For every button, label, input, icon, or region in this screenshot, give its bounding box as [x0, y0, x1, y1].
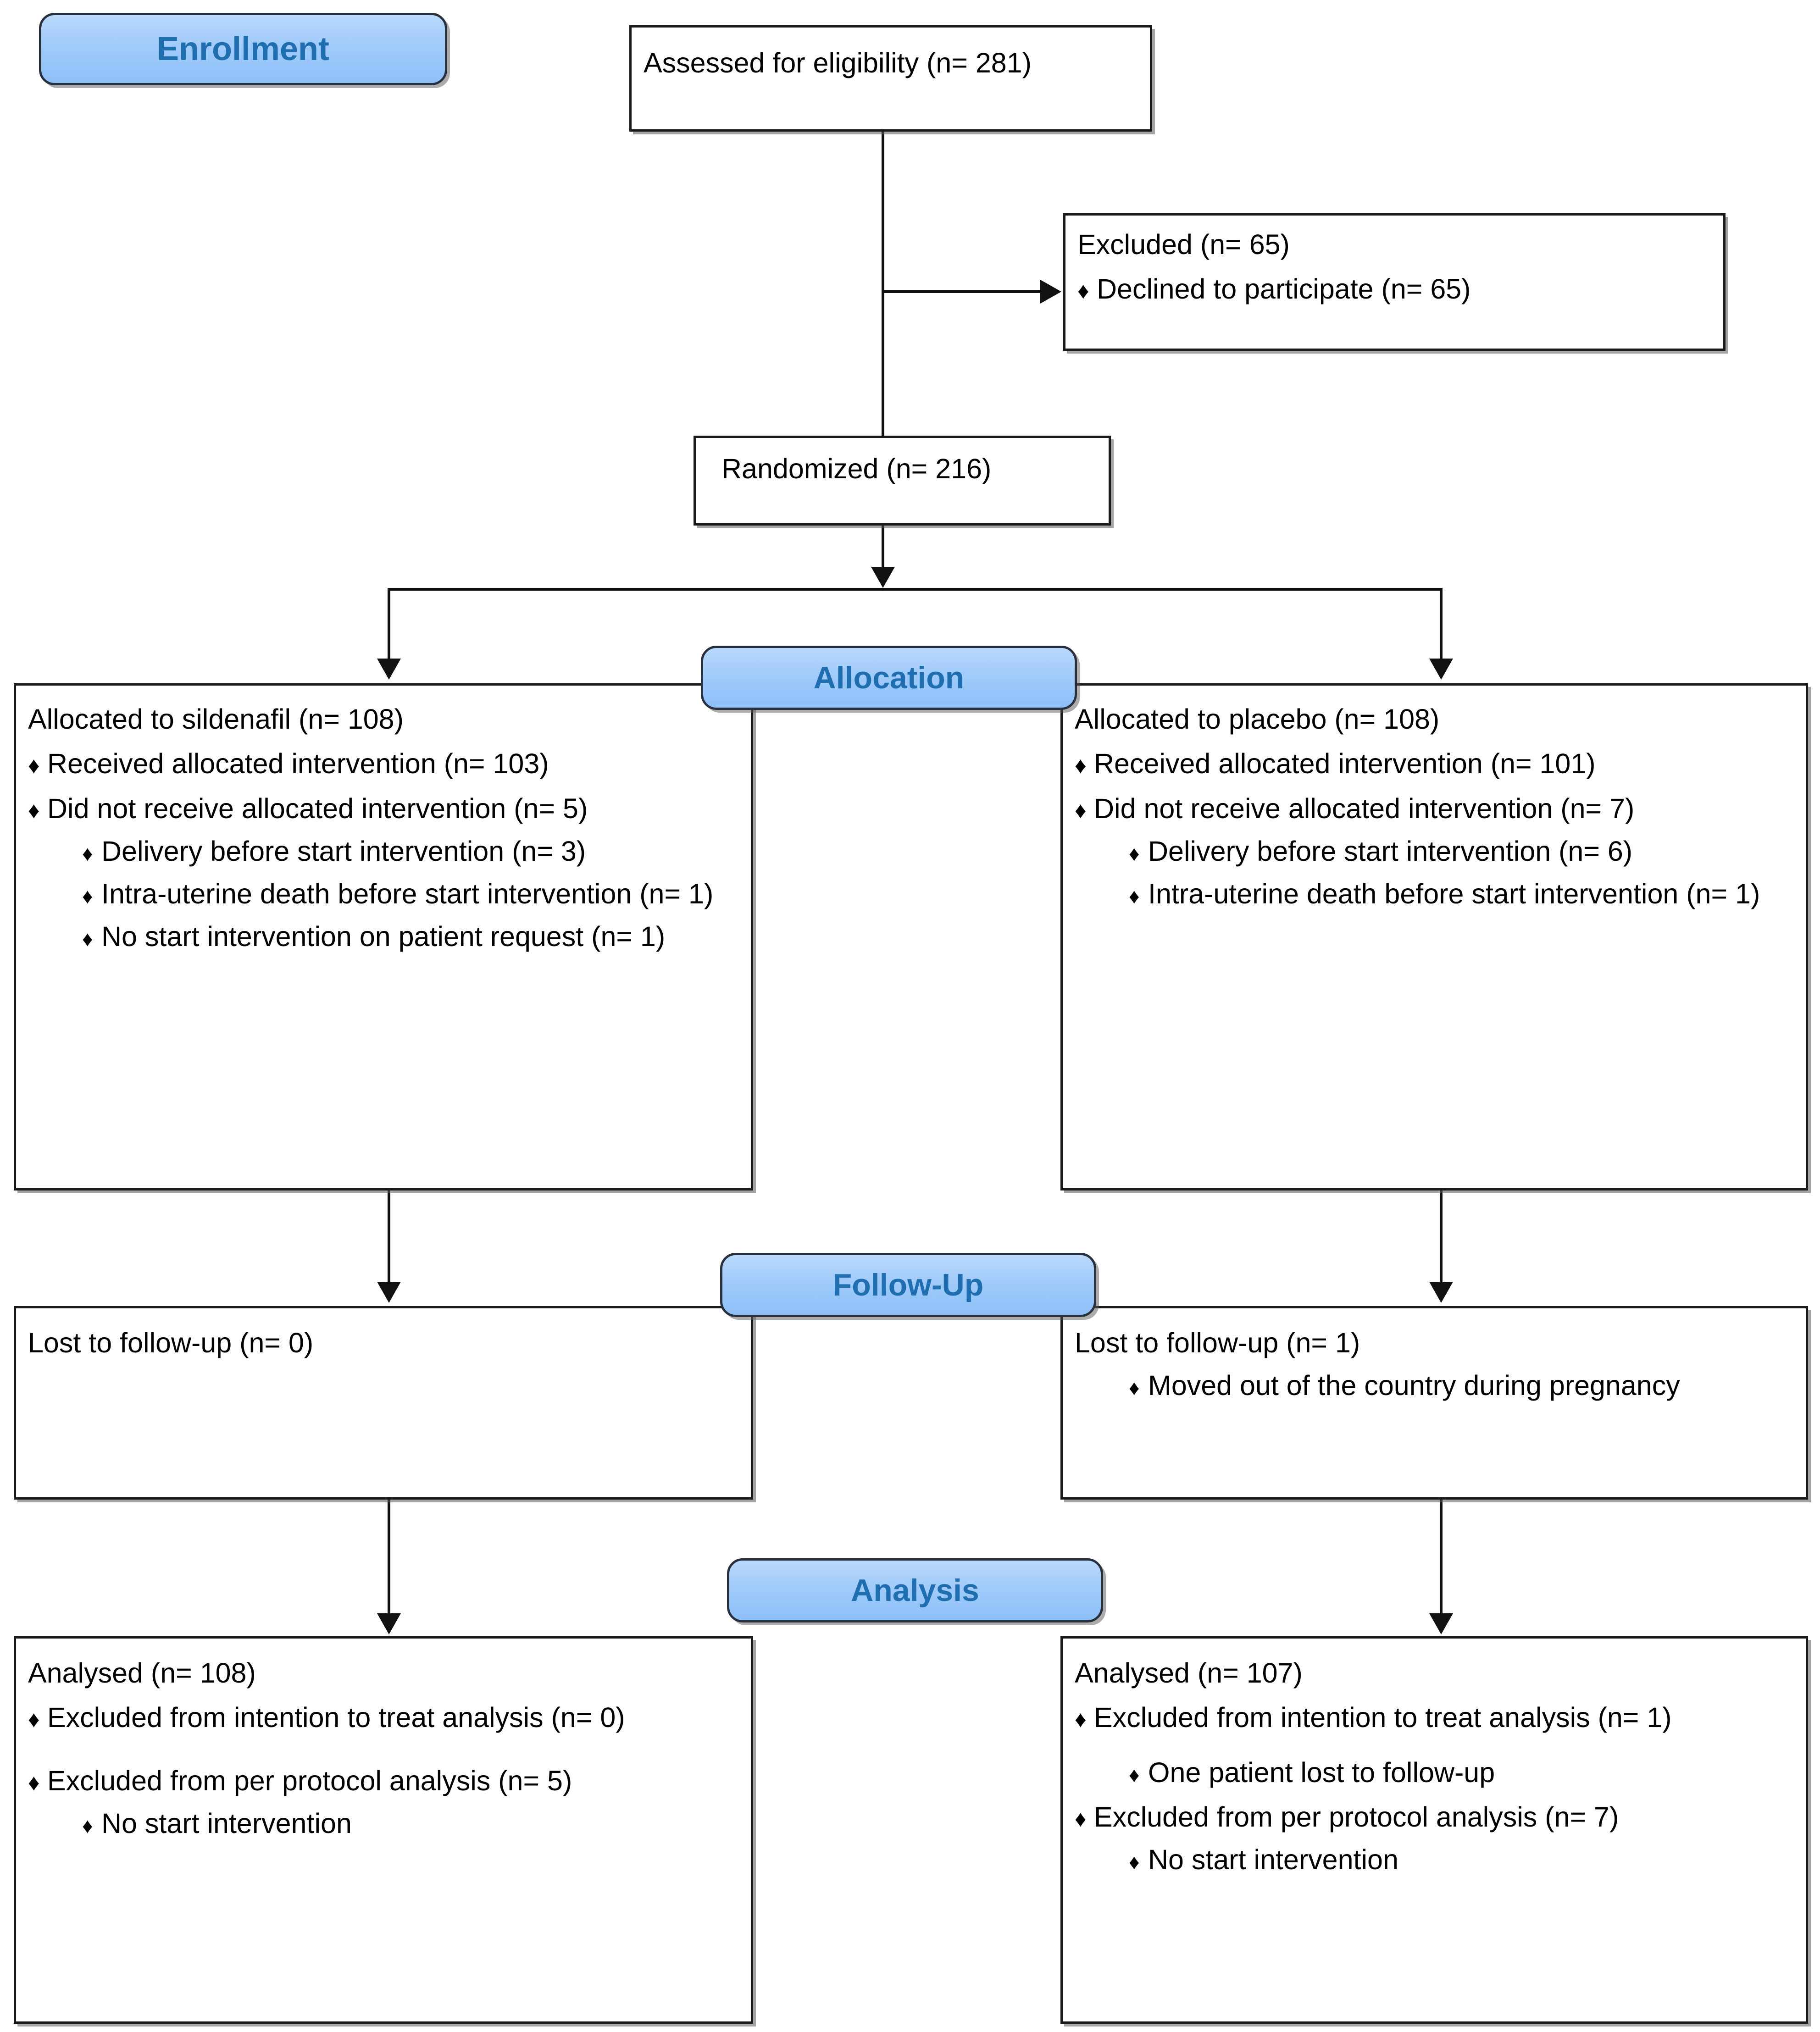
arrow-followup-right-down-icon [1429, 1613, 1453, 1634]
diamond-bullet-icon: ♦ [28, 1706, 40, 1733]
alloc-left-sub-iud: ♦Intra-uterine death before start interv… [82, 878, 714, 910]
diamond-bullet-icon: ♦ [1129, 1762, 1140, 1787]
stage-badge-followup: Follow-Up [720, 1253, 1096, 1317]
node-randomized: Randomized (n= 216) [694, 436, 1111, 526]
connector-assessed-to-randomized [882, 131, 884, 437]
diamond-bullet-icon: ♦ [82, 927, 93, 951]
connector-alloc-right-to-followup [1440, 1190, 1443, 1284]
analysis-left-heading: Analysed (n= 108) [28, 1657, 256, 1689]
connector-split-bar [388, 588, 1443, 591]
diamond-bullet-icon: ♦ [28, 753, 40, 779]
diamond-bullet-icon: ♦ [1129, 884, 1140, 908]
arrow-randomized-down-icon [871, 567, 895, 588]
arrow-to-excluded-icon [1040, 280, 1061, 304]
stage-badge-allocation-label: Allocation [813, 660, 965, 695]
arrow-split-right-icon [1429, 659, 1453, 680]
connector-followup-right-to-analysis [1440, 1499, 1443, 1616]
analysis-right-item-pp: ♦Excluded from per protocol analysis (n=… [1075, 1799, 1794, 1835]
stage-badge-analysis: Analysis [727, 1558, 1103, 1622]
analysis-right-item-itt: ♦Excluded from intention to treat analys… [1075, 1700, 1794, 1736]
excluded-item-0: ♦Declined to participate (n= 65) [1077, 271, 1711, 307]
arrow-alloc-left-down-icon [377, 1282, 401, 1303]
followup-left-heading: Lost to follow-up (n= 0) [28, 1327, 314, 1358]
stage-badge-allocation: Allocation [701, 646, 1077, 710]
diamond-bullet-icon: ♦ [1075, 1805, 1087, 1832]
alloc-right-sub-delivery: ♦Delivery before start intervention (n= … [1129, 835, 1633, 867]
connector-randomized-down [882, 525, 884, 570]
followup-right-sub-moved: ♦Moved out of the country during pregnan… [1129, 1370, 1680, 1401]
diamond-bullet-icon: ♦ [28, 797, 40, 823]
analysis-left-item-pp: ♦Excluded from per protocol analysis (n=… [28, 1763, 739, 1799]
diamond-bullet-icon: ♦ [1129, 841, 1140, 865]
arrow-split-left-icon [377, 659, 401, 680]
alloc-right-item-received: ♦Received allocated intervention (n= 101… [1075, 746, 1794, 782]
analysis-right-sub-lost: ♦One patient lost to follow-up [1129, 1756, 1495, 1788]
connector-alloc-left-to-followup [388, 1190, 390, 1284]
followup-right-heading: Lost to follow-up (n= 1) [1075, 1327, 1360, 1358]
diamond-bullet-icon: ♦ [1077, 278, 1089, 304]
stage-badge-enrollment-label: Enrollment [156, 31, 330, 67]
node-followup-sildenafil: Lost to follow-up (n= 0) [14, 1306, 753, 1500]
diamond-bullet-icon: ♦ [82, 841, 93, 865]
node-assessed-for-eligibility: Assessed for eligibility (n= 281) [629, 25, 1152, 132]
alloc-left-sub-request: ♦No start intervention on patient reques… [82, 921, 666, 952]
diamond-bullet-icon: ♦ [82, 884, 93, 908]
arrow-alloc-right-down-icon [1429, 1282, 1453, 1303]
analysis-left-item-itt: ♦Excluded from intention to treat analys… [28, 1700, 739, 1736]
node-followup-placebo: Lost to follow-up (n= 1) ♦Moved out of t… [1060, 1306, 1808, 1500]
diamond-bullet-icon: ♦ [1129, 1376, 1140, 1400]
excluded-heading: Excluded (n= 65) [1077, 229, 1290, 260]
alloc-right-heading: Allocated to placebo (n= 108) [1075, 703, 1440, 735]
analysis-right-sub-nostart: ♦No start intervention [1129, 1844, 1398, 1876]
alloc-left-item-received: ♦Received allocated intervention (n= 103… [28, 746, 739, 782]
alloc-left-item-not-received: ♦Did not receive allocated intervention … [28, 791, 739, 827]
connector-assessed-to-excluded [882, 290, 1042, 293]
node-analysis-sildenafil: Analysed (n= 108) ♦Excluded from intenti… [14, 1636, 753, 2024]
analysis-right-heading: Analysed (n= 107) [1075, 1657, 1303, 1689]
randomized-text: Randomized (n= 216) [721, 453, 992, 484]
assessed-text: Assessed for eligibility (n= 281) [644, 47, 1032, 78]
stage-badge-followup-label: Follow-Up [832, 1268, 984, 1302]
connector-split-left [388, 588, 390, 661]
diamond-bullet-icon: ♦ [28, 1769, 40, 1795]
analysis-left-sub-nostart: ♦No start intervention [82, 1807, 352, 1839]
diamond-bullet-icon: ♦ [1129, 1850, 1140, 1874]
diamond-bullet-icon: ♦ [1075, 797, 1087, 823]
diamond-bullet-icon: ♦ [82, 1813, 93, 1838]
node-allocated-placebo: Allocated to placebo (n= 108) ♦Received … [1060, 683, 1808, 1190]
node-allocated-sildenafil: Allocated to sildenafil (n= 108) ♦Receiv… [14, 683, 753, 1190]
connector-followup-left-to-analysis [388, 1499, 390, 1616]
diamond-bullet-icon: ♦ [1075, 1706, 1087, 1733]
node-analysis-placebo: Analysed (n= 107) ♦Excluded from intenti… [1060, 1636, 1808, 2024]
alloc-right-sub-iud: ♦Intra-uterine death before start interv… [1129, 878, 1760, 910]
arrow-followup-left-down-icon [377, 1613, 401, 1634]
alloc-right-item-not-received: ♦Did not receive allocated intervention … [1075, 791, 1794, 827]
stage-badge-analysis-label: Analysis [851, 1573, 979, 1608]
connector-split-right [1440, 588, 1443, 661]
stage-badge-enrollment: Enrollment [39, 13, 447, 85]
alloc-left-heading: Allocated to sildenafil (n= 108) [28, 703, 404, 735]
alloc-left-sub-delivery: ♦Delivery before start intervention (n= … [82, 835, 586, 867]
node-excluded: Excluded (n= 65) ♦Declined to participat… [1063, 213, 1726, 351]
diamond-bullet-icon: ♦ [1075, 753, 1087, 779]
